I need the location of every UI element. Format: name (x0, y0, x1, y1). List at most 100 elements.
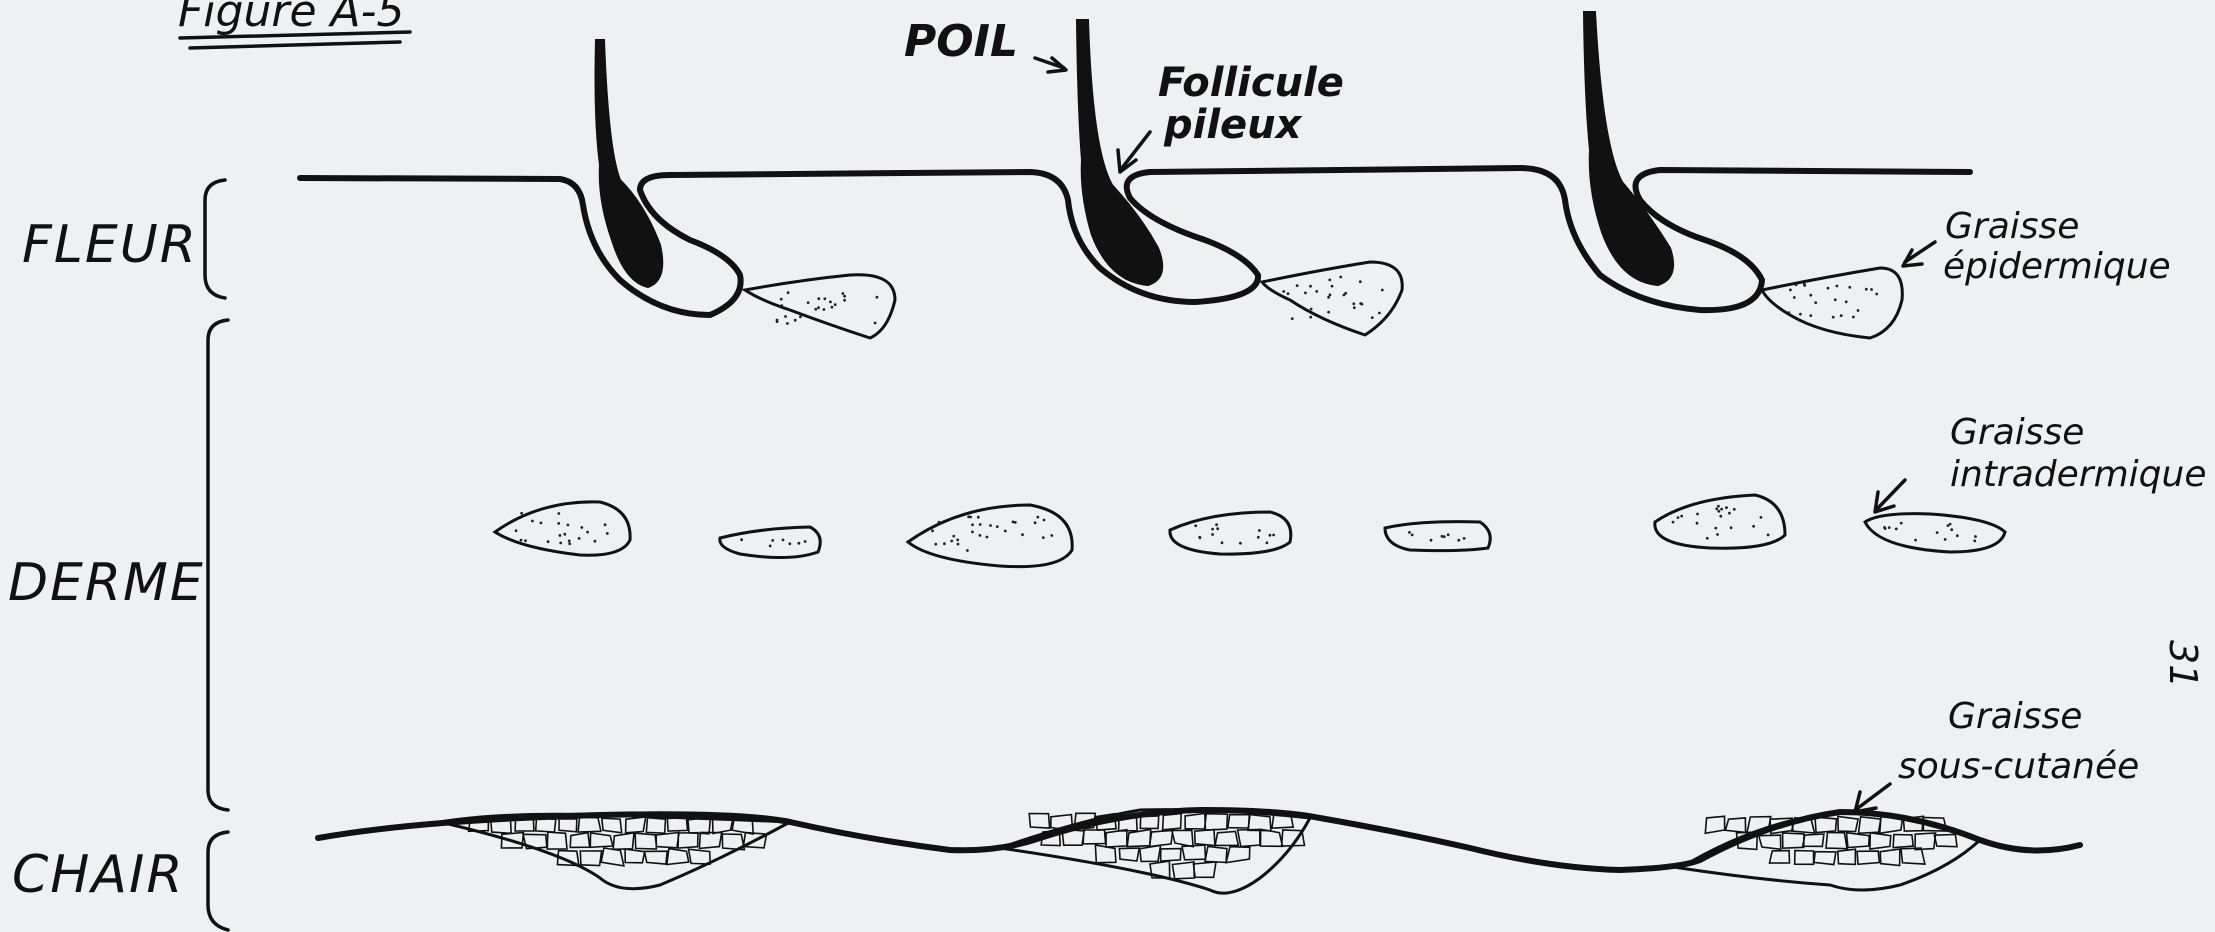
fat-dot (1328, 279, 1331, 282)
fat-dot (1198, 536, 1201, 539)
fat-dot (876, 296, 879, 299)
fat-dot (1021, 533, 1024, 536)
fat-dot (1457, 539, 1460, 542)
layer-label-chair: CHAIR (12, 845, 184, 905)
figure-title: Figure A-5 (178, 0, 410, 48)
fat-dot (1353, 306, 1356, 309)
fat-dot (986, 536, 989, 539)
fat-dot (1266, 541, 1269, 544)
fat-dot (1309, 285, 1312, 288)
fat-dot (563, 533, 566, 536)
fat-dot (1760, 516, 1763, 519)
fat-dot (1814, 301, 1817, 304)
fat-dot (1034, 521, 1037, 524)
fat-dot (531, 520, 534, 523)
fat-dot (1012, 521, 1015, 524)
fat-dot (829, 301, 832, 304)
fat-dot (1857, 309, 1860, 312)
fat-dot (1883, 526, 1886, 529)
fat-dot (831, 306, 834, 309)
fat-dot (817, 297, 820, 300)
layer-label-fleur: FLEUR (22, 215, 198, 275)
fat-dot (1331, 285, 1334, 288)
fat-dot (1359, 280, 1362, 283)
fat-dot (606, 532, 609, 535)
intra-fat-5 (1385, 522, 1490, 551)
fat-dot (817, 306, 820, 309)
fat-dot (1310, 308, 1313, 311)
bracket-derme (208, 320, 228, 810)
fat-dot (540, 522, 543, 525)
fat-dot (780, 298, 783, 301)
fat-dot (1728, 512, 1731, 515)
fat-dot (804, 540, 807, 543)
fat-dot (957, 543, 960, 546)
fat-dot (956, 539, 959, 542)
fat-dot (1463, 537, 1466, 540)
subcut-cell (1029, 814, 1049, 829)
fat-dot (786, 322, 789, 325)
fat-dot (814, 308, 817, 311)
fat-dot (604, 523, 607, 526)
gland-2 (1262, 262, 1402, 335)
fat-dot (1947, 524, 1950, 527)
fat-dot (1895, 528, 1898, 531)
fat-dot (1291, 317, 1294, 320)
fat-dot (787, 291, 790, 294)
fat-dot (807, 301, 810, 304)
fat-dot (1870, 288, 1873, 291)
fat-dot (843, 299, 846, 302)
fat-dot (1719, 515, 1722, 518)
fat-dot (1717, 505, 1720, 508)
fat-dot (1004, 530, 1007, 533)
annot-graisse-epi-2: épidermique (1943, 246, 2171, 287)
fat-dot (1339, 276, 1342, 279)
fat-dot (1411, 534, 1414, 537)
fat-dot (1327, 311, 1330, 314)
fat-dot (1809, 294, 1812, 297)
fat-dot (1900, 522, 1903, 525)
fat-dot (1836, 285, 1839, 288)
fat-dot (1974, 535, 1977, 538)
hair-3 (1584, 12, 1673, 285)
fat-dot (1720, 508, 1723, 511)
fat-dot (1696, 522, 1699, 525)
gland-3 (1762, 268, 1902, 338)
fat-dot (1840, 314, 1843, 317)
fat-dot (547, 540, 550, 543)
fat-dot (1381, 289, 1384, 292)
fat-dot (1715, 507, 1718, 510)
layer-label-derme: DERME (8, 553, 205, 613)
fat-dot (799, 315, 802, 318)
fat-dot (1803, 283, 1806, 286)
fat-dot (1767, 534, 1770, 537)
fat-dot (1793, 296, 1796, 299)
fat-dot (996, 525, 999, 528)
arrow-follicule (1122, 132, 1150, 168)
fat-dot (934, 543, 937, 546)
hair-1 (596, 40, 663, 287)
fat-dot (782, 539, 785, 542)
fat-dot (594, 540, 597, 543)
fat-dot (977, 516, 980, 519)
fat-dot (568, 540, 571, 543)
fat-dot (1194, 524, 1197, 527)
fat-dot (1834, 298, 1837, 301)
fat-dot (1888, 526, 1891, 529)
gland-1 (745, 275, 895, 338)
fat-dot (1809, 314, 1812, 317)
annot-poil: POIL (904, 16, 1018, 67)
fat-dot (559, 542, 562, 545)
fat-dot (943, 542, 946, 545)
fat-dot (1272, 534, 1275, 537)
fat-dot (1799, 313, 1802, 316)
fat-dot (740, 538, 743, 541)
annot-graisse-sous-1: Graisse (1948, 696, 2082, 737)
fat-dot (1296, 284, 1299, 287)
fat-dot (1714, 527, 1717, 530)
fat-dot (776, 320, 779, 323)
fat-dot (1832, 316, 1835, 319)
subcutaneous-fat (318, 810, 2080, 893)
fat-dot (520, 512, 523, 515)
fat-dot (1042, 536, 1045, 539)
